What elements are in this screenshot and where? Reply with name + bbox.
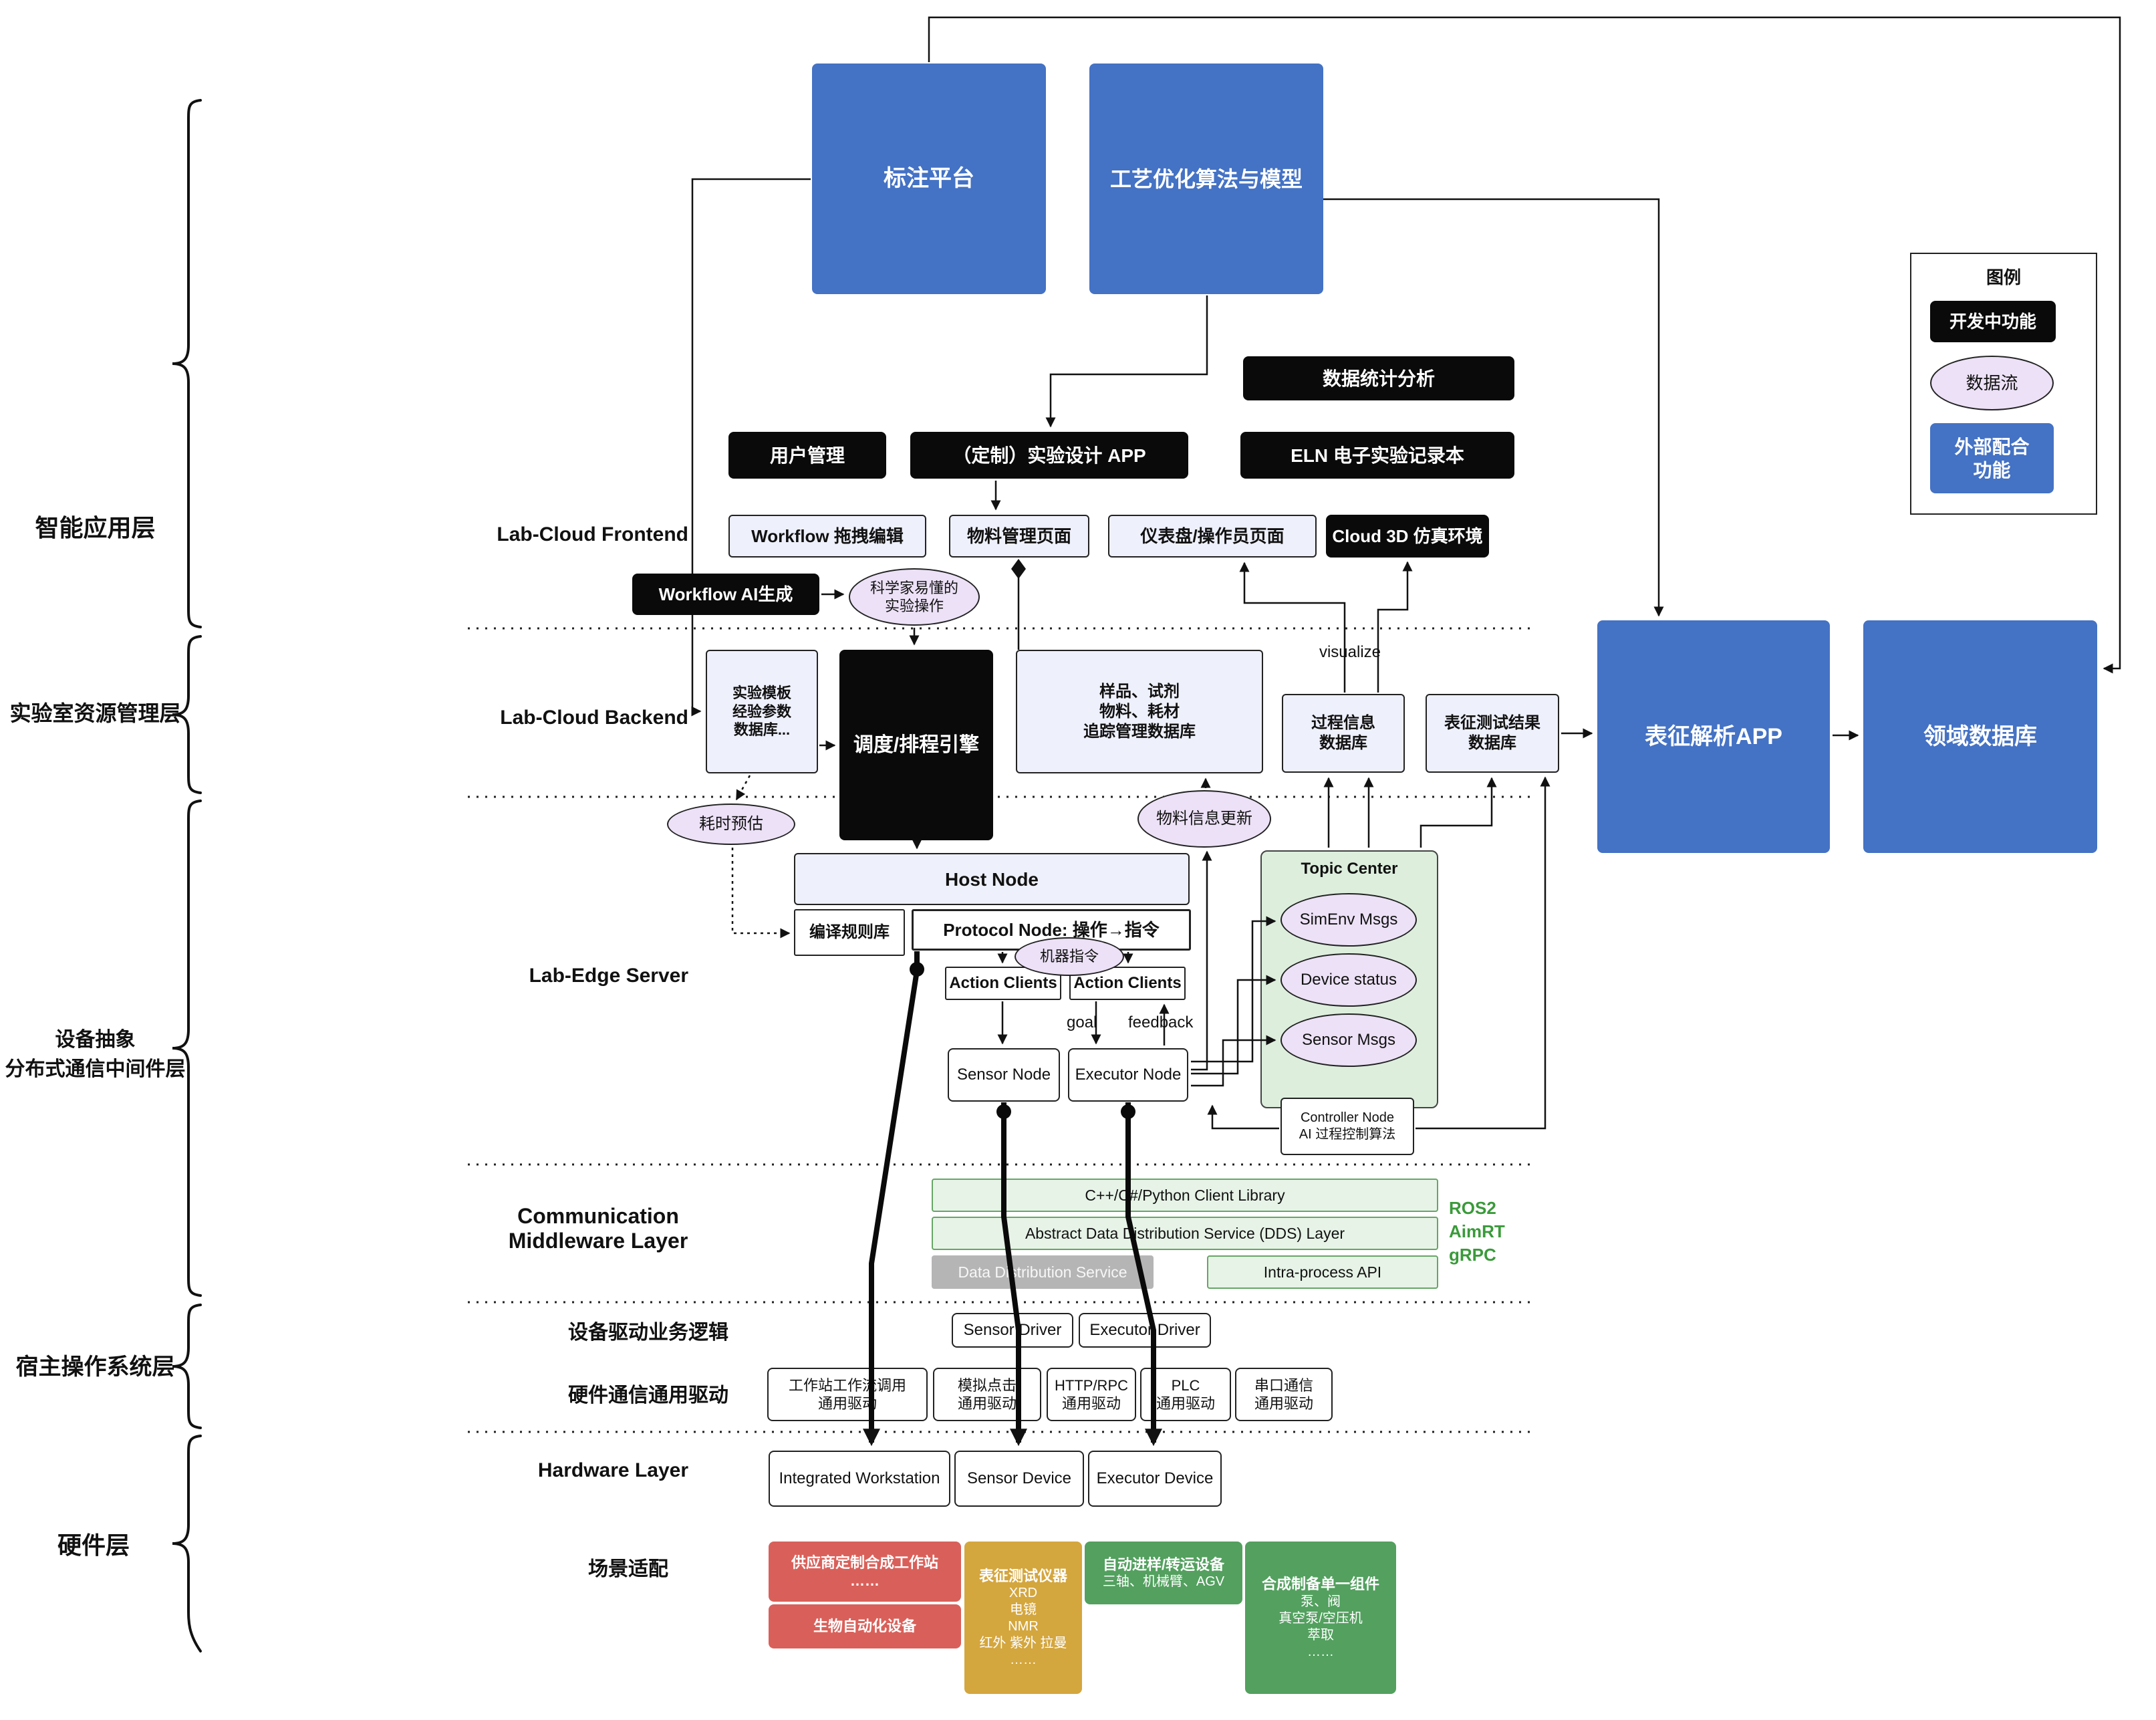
visualize-label: visualize	[1319, 643, 1381, 661]
machine-command-ellipse: 机器指令	[1015, 937, 1124, 976]
compile-rule-lib-box: 编译规则库	[794, 909, 905, 956]
layer-label-device-abstraction: 设备抽象 分布式通信中间件层	[5, 1029, 186, 1080]
scheduler-engine-box: 调度/排程引擎	[839, 650, 993, 840]
simenv-msgs-ellipse: SimEnv Msgs	[1281, 893, 1417, 947]
goal-label: goal	[1067, 1013, 1097, 1031]
workflow-ai-box: Workflow AI生成	[632, 574, 819, 615]
intra-process-api-box: Intra-process API	[1207, 1255, 1438, 1289]
characterization-instruments-items: XRD 电镜 NMR 红外 紫外 拉曼 ……	[979, 1586, 1067, 1668]
protocol-list-label: ROS2 AimRT gRPC	[1449, 1198, 1505, 1265]
annotation-platform-box: 标注平台	[812, 64, 1046, 294]
row-label-hw-comm-driver: 硬件通信通用驱动	[568, 1384, 728, 1406]
legend-external-feature: 外部配合 功能	[1930, 423, 2054, 493]
executor-driver-box: Executor Driver	[1079, 1313, 1211, 1348]
layer-label-intelligent-app: 智能应用层	[35, 514, 156, 541]
plc-driver-box: PLC 通用驱动	[1140, 1368, 1231, 1421]
row-label-middleware: Communication Middleware Layer	[508, 1204, 688, 1253]
dds-layer-box: Abstract Data Distribution Service (DDS)…	[932, 1217, 1438, 1250]
controller-node-box: Controller Node AI 过程控制算法	[1281, 1098, 1414, 1155]
synthesis-components-box: 合成制备单一组件 泵、阀 真空泵/空压机 萃取 ……	[1245, 1542, 1396, 1694]
feedback-label: feedback	[1128, 1013, 1194, 1031]
row-label-driver-logic: 设备驱动业务逻辑	[568, 1322, 728, 1344]
material-update-ellipse: 物料信息更新	[1137, 790, 1271, 848]
workstation-driver-box: 工作站工作流调用 通用驱动	[767, 1368, 928, 1421]
transfer-equipment-title: 自动进样/转运设备	[1102, 1556, 1225, 1573]
row-label-frontend: Lab-Cloud Frontend	[497, 523, 688, 545]
row-label-hardware-layer: Hardware Layer	[537, 1459, 688, 1481]
integrated-workstation-box: Integrated Workstation	[769, 1451, 950, 1507]
host-node-box: Host Node	[794, 853, 1190, 905]
sample-tracking-db-box: 样品、试剂 物料、耗材 追踪管理数据库	[1016, 650, 1263, 773]
sensor-msgs-ellipse: Sensor Msgs	[1281, 1013, 1417, 1067]
eln-box: ELN 电子实验记录本	[1240, 432, 1514, 479]
legend-title: 图例	[1986, 267, 2021, 287]
legend-data-flow: 数据流	[1930, 356, 2054, 410]
dotted-connectors	[731, 775, 791, 939]
dashboard-page-box: 仪表盘/操作员页面	[1108, 515, 1317, 558]
legend-developing-feature: 开发中功能	[1930, 301, 2056, 342]
device-status-ellipse: Device status	[1281, 953, 1417, 1007]
layer-label-hardware: 硬件层	[57, 1531, 130, 1559]
row-label-scenario: 场景适配	[588, 1558, 668, 1580]
workflow-edit-box: Workflow 拖拽编辑	[728, 515, 926, 558]
row-label-backend: Lab-Cloud Backend	[500, 707, 688, 729]
scientist-friendly-ops-ellipse: 科学家易懂的 实验操作	[849, 568, 980, 626]
characterization-instruments-title: 表征测试仪器	[978, 1567, 1067, 1584]
custom-experiment-app-box: （定制）实验设计 APP	[910, 432, 1188, 479]
cloud-3d-box: Cloud 3D 仿真环境	[1326, 515, 1489, 558]
sensor-node-box: Sensor Node	[948, 1048, 1060, 1102]
layer-label-resource-mgmt: 实验室资源管理层	[9, 701, 181, 725]
executor-device-box: Executor Device	[1088, 1451, 1222, 1507]
data-statistics-box: 数据统计分析	[1243, 356, 1514, 400]
layer-braces	[172, 99, 202, 1652]
serial-driver-box: 串口通信 通用驱动	[1235, 1368, 1333, 1421]
domain-database-box: 领域数据库	[1863, 620, 2097, 853]
layer-label-host-os: 宿主操作系统层	[15, 1354, 175, 1380]
vendor-workstation-box: 供应商定制合成工作站 ……	[769, 1542, 961, 1602]
sensor-driver-box: Sensor Driver	[952, 1313, 1073, 1348]
bio-automation-box: 生物自动化设备	[769, 1604, 961, 1648]
client-library-box: C++/C#/Python Client Library	[932, 1179, 1438, 1212]
characterization-result-db-box: 表征测试结果 数据库	[1426, 694, 1559, 773]
process-optimization-box: 工艺优化算法与模型	[1089, 64, 1323, 294]
synthesis-components-title: 合成制备单一组件	[1261, 1576, 1379, 1593]
material-page-box: 物料管理页面	[949, 515, 1089, 558]
characterization-instruments-box: 表征测试仪器 XRD 电镜 NMR 红外 紫外 拉曼 ……	[964, 1542, 1082, 1694]
click-driver-box: 模拟点击 通用驱动	[933, 1368, 1041, 1421]
time-estimate-ellipse: 耗时预估	[667, 804, 795, 845]
executor-node-box: Executor Node	[1068, 1048, 1188, 1102]
experiment-template-db-box: 实验模板 经验参数 数据库...	[706, 650, 818, 773]
transfer-equipment-box: 自动进样/转运设备 三轴、机械臂、AGV	[1085, 1542, 1242, 1604]
http-rpc-driver-box: HTTP/RPC 通用驱动	[1047, 1368, 1136, 1421]
topic-center-title: Topic Center	[1301, 860, 1398, 878]
row-label-edge-server: Lab-Edge Server	[529, 965, 688, 987]
sensor-device-box: Sensor Device	[954, 1451, 1084, 1507]
synthesis-components-items: 泵、阀 真空泵/空压机 萃取 ……	[1278, 1594, 1363, 1659]
user-management-box: 用户管理	[728, 432, 886, 479]
process-info-db-box: 过程信息 数据库	[1282, 694, 1405, 773]
dashed-separators	[468, 627, 1530, 1433]
data-distribution-service-box: Data Distribution Service	[932, 1255, 1154, 1289]
characterization-analysis-app-box: 表征解析APP	[1597, 620, 1830, 853]
transfer-equipment-items: 三轴、机械臂、AGV	[1102, 1574, 1225, 1590]
